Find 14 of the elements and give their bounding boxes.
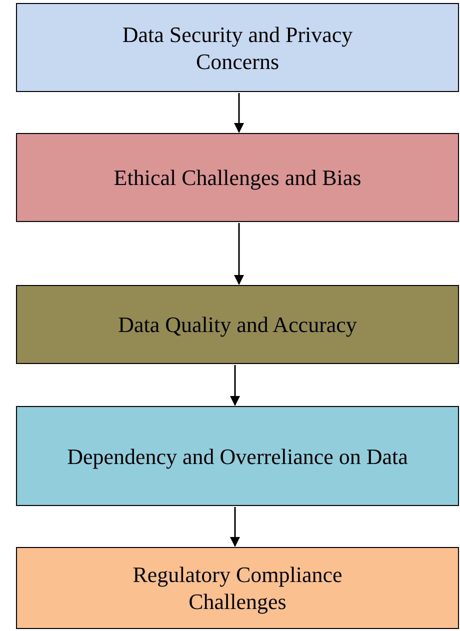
box-label: Ethical Challenges and Bias — [114, 164, 362, 191]
arrow — [234, 223, 244, 285]
box-label: Data Security and Privacy Concerns — [121, 20, 354, 74]
box-label: Dependency and Overreliance on Data — [67, 442, 408, 470]
box-label: Regulatory Compliance Challenges — [132, 561, 344, 615]
process-box — [16, 547, 459, 629]
arrow — [230, 507, 240, 547]
process-box — [16, 3, 459, 92]
process-box — [16, 406, 459, 506]
process-box — [16, 133, 459, 222]
process-box — [16, 285, 459, 364]
arrow — [230, 365, 240, 406]
arrow — [234, 93, 244, 133]
box-label: Data Quality and Accuracy — [118, 311, 357, 338]
